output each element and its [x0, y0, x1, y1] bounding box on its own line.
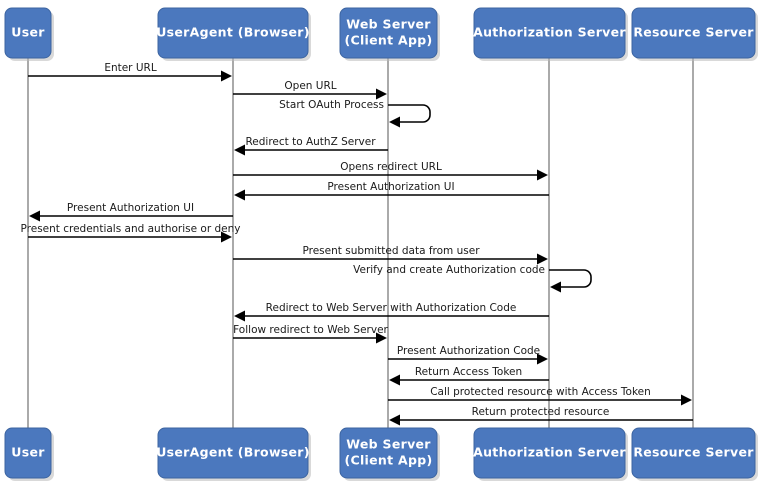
message-13[interactable]: Present Authorization Code [388, 345, 548, 365]
message-label: Present Authorization Code [397, 345, 540, 357]
actor-label-authz: Authorization Server [473, 25, 626, 40]
actor-label-useragent: UserAgent (Browser) [156, 445, 310, 460]
message-label: Opens redirect URL [340, 161, 442, 173]
actor-box-user-top[interactable]: User [4, 7, 54, 61]
arrowhead [29, 210, 40, 222]
arrowhead [376, 332, 387, 344]
actor-box-authz-bottom[interactable]: Authorization Server [473, 427, 628, 481]
message-label: Redirect to AuthZ Server [245, 136, 376, 148]
message-label: Follow redirect to Web Server [233, 324, 388, 336]
arrowhead [234, 144, 245, 156]
arrowhead [389, 116, 400, 128]
actor-label-webserver: Web Server [346, 437, 431, 452]
message-label: Return Access Token [415, 366, 522, 378]
self-message-loop [388, 104, 431, 123]
actor-label-authz: Authorization Server [473, 445, 626, 460]
actor-box-fill [157, 7, 309, 59]
actor-box-fill [157, 427, 309, 479]
actor-box-fill [4, 7, 52, 59]
message-15[interactable]: Call protected resource with Access Toke… [388, 386, 692, 406]
actor-box-useragent-bottom[interactable]: UserAgent (Browser) [156, 427, 311, 481]
actor-label-user: User [11, 445, 45, 460]
actor-label-useragent: UserAgent (Browser) [156, 25, 310, 40]
message-label: Redirect to Web Server with Authorizatio… [266, 302, 517, 314]
message-7[interactable]: Present Authorization UI [29, 202, 233, 222]
message-5[interactable]: Opens redirect URL [233, 161, 548, 181]
actor-box-fill [339, 427, 438, 479]
message-9[interactable]: Present submitted data from user [233, 245, 548, 265]
actor-label-webserver: (Client App) [344, 453, 432, 468]
message-14[interactable]: Return Access Token [389, 366, 549, 386]
message-label: Call protected resource with Access Toke… [430, 386, 651, 398]
message-label: Open URL [284, 80, 336, 92]
actor-box-fill [631, 427, 756, 479]
actor-header-row: User UserAgent (Browser) Web Server(Client… [4, 7, 758, 61]
actor-box-user-bottom[interactable]: User [4, 427, 54, 481]
message-label: Verify and create Authorization code [353, 264, 545, 276]
actor-box-useragent-top[interactable]: UserAgent (Browser) [156, 7, 311, 61]
actor-box-fill [339, 7, 438, 59]
actor-label-resource: Resource Server [633, 445, 754, 460]
actor-box-fill [4, 427, 52, 479]
actor-box-resource-bottom[interactable]: Resource Server [631, 427, 758, 481]
actor-label-resource: Resource Server [633, 25, 754, 40]
actor-label-webserver: (Client App) [344, 33, 432, 48]
arrowhead [234, 189, 245, 201]
actor-box-resource-top[interactable]: Resource Server [631, 7, 758, 61]
message-label: Present Authorization UI [67, 202, 194, 214]
actor-box-fill [473, 427, 626, 479]
message-1[interactable]: Enter URL [28, 62, 232, 82]
message-label: Enter URL [104, 62, 157, 74]
message-label: Return protected resource [472, 406, 610, 418]
arrowhead [681, 394, 692, 406]
actor-box-webserver-bottom[interactable]: Web Server(Client App) [339, 427, 440, 481]
message-8[interactable]: Present credentials and authorise or den… [21, 223, 241, 243]
arrowhead [221, 231, 232, 243]
message-3[interactable]: Start OAuth Process [279, 99, 431, 128]
message-12[interactable]: Follow redirect to Web Server [233, 324, 389, 344]
actor-box-fill [631, 7, 756, 59]
message-16[interactable]: Return protected resource [389, 406, 693, 426]
message-label: Present submitted data from user [302, 245, 480, 257]
message-2[interactable]: Open URL [233, 80, 387, 100]
arrowhead [389, 374, 400, 386]
arrowhead [234, 310, 245, 322]
arrowhead [537, 253, 548, 265]
arrowhead [537, 169, 548, 181]
message-6[interactable]: Present Authorization UI [234, 181, 549, 201]
arrowhead [550, 281, 561, 293]
message-11[interactable]: Redirect to Web Server with Authorizatio… [234, 302, 549, 322]
message-10[interactable]: Verify and create Authorization code [353, 264, 592, 293]
actor-label-webserver: Web Server [346, 17, 431, 32]
actor-box-fill [473, 7, 626, 59]
message-4[interactable]: Redirect to AuthZ Server [234, 136, 388, 156]
arrowhead [221, 70, 232, 82]
self-message-loop [549, 269, 592, 288]
lifelines-group [27, 58, 694, 428]
arrowhead [376, 88, 387, 100]
message-label: Present Authorization UI [327, 181, 454, 193]
arrowhead [389, 414, 400, 426]
actor-box-webserver-top[interactable]: Web Server(Client App) [339, 7, 440, 61]
message-label: Present credentials and authorise or den… [21, 223, 241, 235]
message-label: Start OAuth Process [279, 99, 384, 111]
actor-footer-row: User UserAgent (Browser) Web Server(Client… [4, 427, 758, 481]
actor-label-user: User [11, 25, 45, 40]
actor-box-authz-top[interactable]: Authorization Server [473, 7, 628, 61]
messages-group: Enter URL Open URL Start OAuth ProcessRedi… [21, 62, 693, 426]
arrowhead [537, 353, 548, 365]
